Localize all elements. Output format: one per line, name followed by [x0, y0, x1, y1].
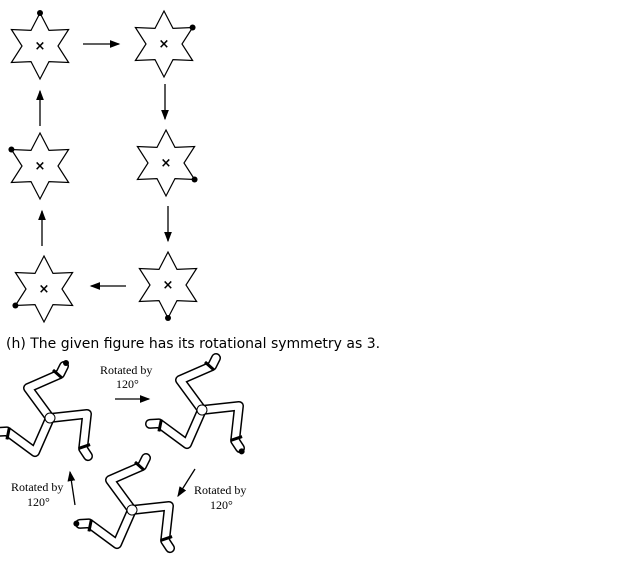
- hub: [126, 504, 138, 516]
- leg: [0, 413, 55, 458]
- marker-dot: [12, 302, 19, 309]
- leg: [197, 400, 246, 455]
- rotation-label: Rotated by: [100, 363, 152, 377]
- leg: [73, 505, 137, 550]
- leg: [23, 360, 69, 423]
- star: ×: [8, 131, 70, 201]
- caption-text: (h) The given figure has its rotational …: [6, 336, 381, 352]
- leg: [127, 500, 176, 554]
- triskelion-original: [0, 360, 94, 462]
- marker-dot: [37, 10, 43, 16]
- arrow-up: [67, 470, 76, 506]
- center-mark: ×: [35, 159, 46, 174]
- center-mark: ×: [163, 278, 174, 293]
- arrow-down-left: [177, 468, 196, 498]
- rotation-angle: 120°: [27, 495, 50, 509]
- triskelion-rotated-240: [73, 453, 176, 554]
- marker-dot: [8, 146, 15, 153]
- marker-dot: [73, 520, 80, 527]
- center-mark: ×: [35, 39, 46, 54]
- leg: [144, 405, 207, 450]
- marker-dot: [238, 448, 245, 455]
- star: ×: [134, 9, 196, 79]
- marker-dot: [63, 360, 69, 366]
- star-outline: [14, 254, 74, 324]
- center-mark: ×: [39, 282, 50, 297]
- center-mark: ×: [161, 156, 172, 171]
- leg: [105, 453, 151, 515]
- star-outline: [10, 11, 70, 81]
- star: ×: [10, 10, 70, 81]
- star: ×: [138, 250, 198, 321]
- marker-dot: [189, 24, 196, 31]
- center-mark: ×: [159, 37, 170, 52]
- star: ×: [12, 254, 74, 324]
- hub: [44, 412, 56, 424]
- leg: [45, 408, 94, 462]
- star: ×: [136, 128, 198, 198]
- marker-dot: [165, 315, 171, 321]
- star-outline: [136, 128, 196, 198]
- marker-dot: [191, 176, 198, 183]
- leg: [175, 353, 221, 415]
- rotation-label: Rotated by: [194, 483, 246, 497]
- rotation-angle: 120°: [116, 377, 139, 391]
- rotation-angle: 120°: [210, 498, 233, 512]
- hub: [196, 404, 208, 416]
- triskelion-rotated-120: [144, 353, 246, 455]
- rotation-label: Rotated by: [11, 480, 63, 494]
